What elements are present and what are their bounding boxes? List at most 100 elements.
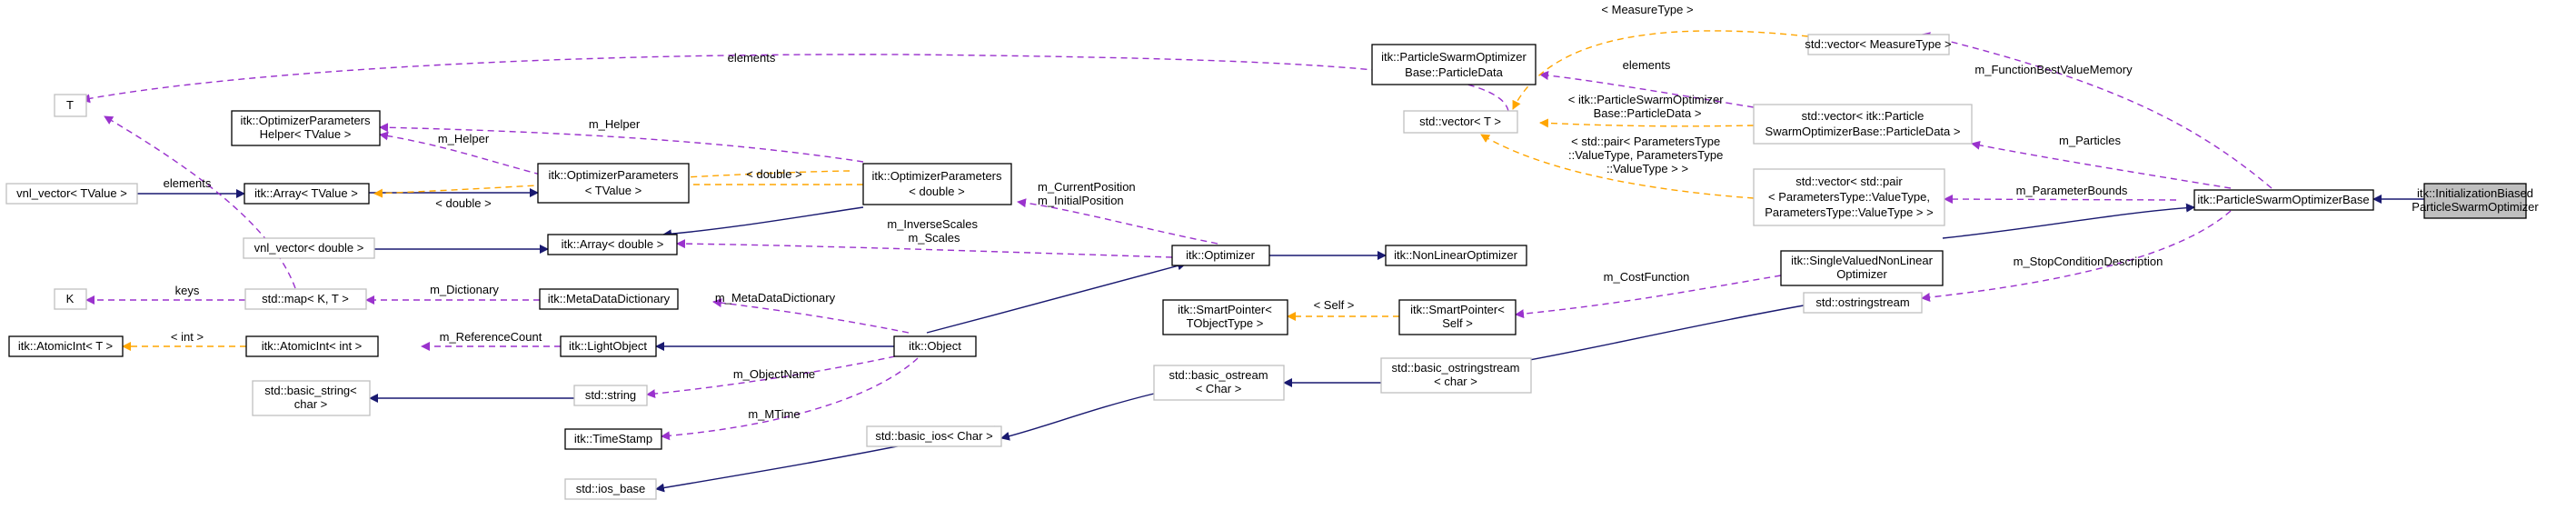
edge-labels: elements elements < MeasureType > < itk:… xyxy=(164,3,2163,421)
node-array-double[interactable]: itk::Array< double > xyxy=(547,234,678,255)
svg-text:std::map< K, T >: std::map< K, T > xyxy=(262,292,349,305)
edge-optparamshelper-to-optparamsdouble xyxy=(379,123,864,163)
svg-text:K: K xyxy=(66,292,75,305)
svg-text:< TValue >: < TValue > xyxy=(585,184,642,197)
svg-text:itk::SmartPointer<: itk::SmartPointer< xyxy=(1410,303,1505,316)
label-elements-vnl: elements xyxy=(164,176,212,190)
svg-text:TObjectType >: TObjectType > xyxy=(1187,316,1264,330)
svg-text:std::ostringstream: std::ostringstream xyxy=(1815,295,1909,309)
edge-vectorT-to-T xyxy=(81,54,1509,112)
node-vector-pair[interactable]: std::vector< std::pair < ParametersType:… xyxy=(1753,168,1945,226)
svg-text:itk::InitializationBiased: itk::InitializationBiased xyxy=(2417,186,2533,200)
node-optimizer-parameters-helper[interactable]: itk::OptimizerParameters Helper< TValue … xyxy=(231,110,381,146)
edge-basicostringstream-to-ostringstream xyxy=(1498,305,1805,369)
node-initialization-biased-pso[interactable]: itk::InitializationBiased ParticleSwarmO… xyxy=(2412,183,2539,219)
svg-text:itk::AtomicInt< T >: itk::AtomicInt< T > xyxy=(18,339,113,353)
label-elements-particledata: elements xyxy=(1623,58,1671,72)
svg-text:itk::OptimizerParameters: itk::OptimizerParameters xyxy=(871,169,1002,183)
edge-particledata-to-vectorT xyxy=(1539,71,1755,108)
edge-object-to-optimizer xyxy=(926,261,1187,334)
node-optimizer-parameters-double[interactable]: itk::OptimizerParameters < double > xyxy=(862,163,1012,205)
node-basic-string[interactable]: std::basic_string< char > xyxy=(252,380,371,416)
node-optimizer-parameters-tvalue[interactable]: itk::OptimizerParameters < TValue > xyxy=(537,163,690,204)
svg-text:std::basic_ostream: std::basic_ostream xyxy=(1169,368,1268,382)
node-smartpointer-self[interactable]: itk::SmartPointer< Self > xyxy=(1398,299,1517,335)
svg-text:std::vector< itk::Particle: std::vector< itk::Particle xyxy=(1802,109,1925,123)
label-int-tpl: < int > xyxy=(171,330,204,344)
node-atomicint-T[interactable]: itk::AtomicInt< T > xyxy=(8,335,124,357)
label-pair-tpl: < std::pair< ParametersType ::ValueType,… xyxy=(1568,135,1726,175)
node-std-string[interactable]: std::string xyxy=(573,385,648,406)
label-metadata-dict: m_MetaDataDictionary xyxy=(715,291,836,305)
svg-text:itk::Object: itk::Object xyxy=(909,339,961,353)
svg-text:vnl_vector< double >: vnl_vector< double > xyxy=(254,241,364,255)
node-vnl-vector-tvalue[interactable]: vnl_vector< TValue > xyxy=(5,183,138,205)
svg-text:itk::SingleValuedNonLinear: itk::SingleValuedNonLinear xyxy=(1791,254,1934,267)
node-smartpointer-T[interactable]: itk::SmartPointer< TObjectType > xyxy=(1162,299,1288,335)
svg-text:itk::AtomicInt< int >: itk::AtomicInt< int > xyxy=(262,339,363,353)
svg-text:itk::NonLinearOptimizer: itk::NonLinearOptimizer xyxy=(1394,248,1517,262)
label-cost-function: m_CostFunction xyxy=(1604,270,1690,284)
svg-text:std::vector< MeasureType >: std::vector< MeasureType > xyxy=(1805,37,1951,51)
svg-text:std::vector< std::pair: std::vector< std::pair xyxy=(1795,175,1903,188)
node-nonlinear-optimizer[interactable]: itk::NonLinearOptimizer xyxy=(1385,245,1527,266)
node-vector-measuretype[interactable]: std::vector< MeasureType > xyxy=(1805,34,1952,55)
node-vector-T[interactable]: std::vector< T > xyxy=(1403,110,1518,134)
edge-vectormeasure-to-psobase xyxy=(1921,32,2273,189)
label-measuretype: < MeasureType > xyxy=(1601,3,1693,16)
svg-text:itk::ParticleSwarmOptimizerBas: itk::ParticleSwarmOptimizerBase xyxy=(2197,193,2369,206)
label-helper-a: m_Helper xyxy=(589,117,641,131)
edge-svnlo-to-psobase xyxy=(1942,203,2195,239)
node-particle-data[interactable]: itk::ParticleSwarmOptimizer Base::Partic… xyxy=(1371,44,1537,85)
svg-text:std::basic_ios< Char >: std::basic_ios< Char > xyxy=(875,429,992,443)
node-std-map[interactable]: std::map< K, T > xyxy=(244,288,367,310)
node-vnl-vector-double[interactable]: vnl_vector< double > xyxy=(243,237,375,259)
svg-text:std::basic_ostringstream: std::basic_ostringstream xyxy=(1392,361,1520,375)
label-current-position: m_CurrentPosition m_InitialPosition xyxy=(1038,180,1139,207)
label-dictionary: m_Dictionary xyxy=(430,283,499,296)
svg-text:Base::ParticleData: Base::ParticleData xyxy=(1405,65,1503,79)
svg-text:itk::LightObject: itk::LightObject xyxy=(569,339,647,353)
svg-text:vnl_vector< TValue >: vnl_vector< TValue > xyxy=(16,186,127,200)
node-object[interactable]: itk::Object xyxy=(893,335,977,357)
node-T[interactable]: T xyxy=(54,94,87,117)
label-double-tpl-b: < double > xyxy=(435,196,491,210)
node-ios-base[interactable]: std::ios_base xyxy=(564,478,657,500)
node-single-valued-nonlinear-optimizer[interactable]: itk::SingleValuedNonLinear Optimizer xyxy=(1780,250,1944,286)
svg-text:char >: char > xyxy=(294,397,328,411)
svg-text:std::string: std::string xyxy=(585,388,636,402)
node-basic-ios[interactable]: std::basic_ios< Char > xyxy=(866,425,1002,447)
edge-vectorpair-to-psobase xyxy=(1944,195,2177,205)
node-basic-ostream[interactable]: std::basic_ostream < Char > xyxy=(1153,365,1285,401)
node-atomicint-int[interactable]: itk::AtomicInt< int > xyxy=(245,335,379,357)
label-double-tpl-a: < double > xyxy=(746,167,801,181)
node-ostringstream[interactable]: std::ostringstream xyxy=(1803,292,1923,314)
label-self-tpl: < Self > xyxy=(1314,298,1355,312)
edge-arraydouble-to-optimizer xyxy=(676,239,1173,258)
label-helper-b: m_Helper xyxy=(438,132,490,145)
node-optimizer[interactable]: itk::Optimizer xyxy=(1171,245,1270,266)
node-pso-base[interactable]: itk::ParticleSwarmOptimizerBase xyxy=(2193,189,2374,211)
svg-text:< ParametersType::ValueType,: < ParametersType::ValueType, xyxy=(1768,190,1930,204)
label-function-best: m_FunctionBestValueMemory xyxy=(1974,63,2133,76)
svg-text:T: T xyxy=(66,98,74,112)
svg-text:std::vector< T >: std::vector< T > xyxy=(1419,115,1501,128)
label-keys: keys xyxy=(175,284,200,297)
node-array-tvalue[interactable]: itk::Array< TValue > xyxy=(244,183,370,205)
edge-stdstring-to-object xyxy=(646,355,896,399)
node-metadata-dictionary[interactable]: itk::MetaDataDictionary xyxy=(539,288,679,310)
node-vector-particledata[interactable]: std::vector< itk::Particle SwarmOptimize… xyxy=(1753,104,1973,145)
label-inverse-scales: m_InverseScales m_Scales xyxy=(887,217,980,245)
node-K[interactable]: K xyxy=(54,288,87,310)
svg-text:< Char >: < Char > xyxy=(1196,382,1242,395)
label-particles: m_Particles xyxy=(2059,134,2121,147)
label-object-name: m_ObjectName xyxy=(733,367,815,381)
svg-text:< char >: < char > xyxy=(1434,375,1477,388)
svg-text:itk::Optimizer: itk::Optimizer xyxy=(1186,248,1256,262)
node-basic-ostringstream[interactable]: std::basic_ostringstream < char > xyxy=(1380,357,1532,394)
edge-basicios-to-basicostream xyxy=(1000,393,1155,441)
node-timestamp[interactable]: itk::TimeStamp xyxy=(564,428,662,450)
node-light-object[interactable]: itk::LightObject xyxy=(560,335,657,357)
nodes: itk::InitializationBiased ParticleSwarmO… xyxy=(5,34,2539,500)
